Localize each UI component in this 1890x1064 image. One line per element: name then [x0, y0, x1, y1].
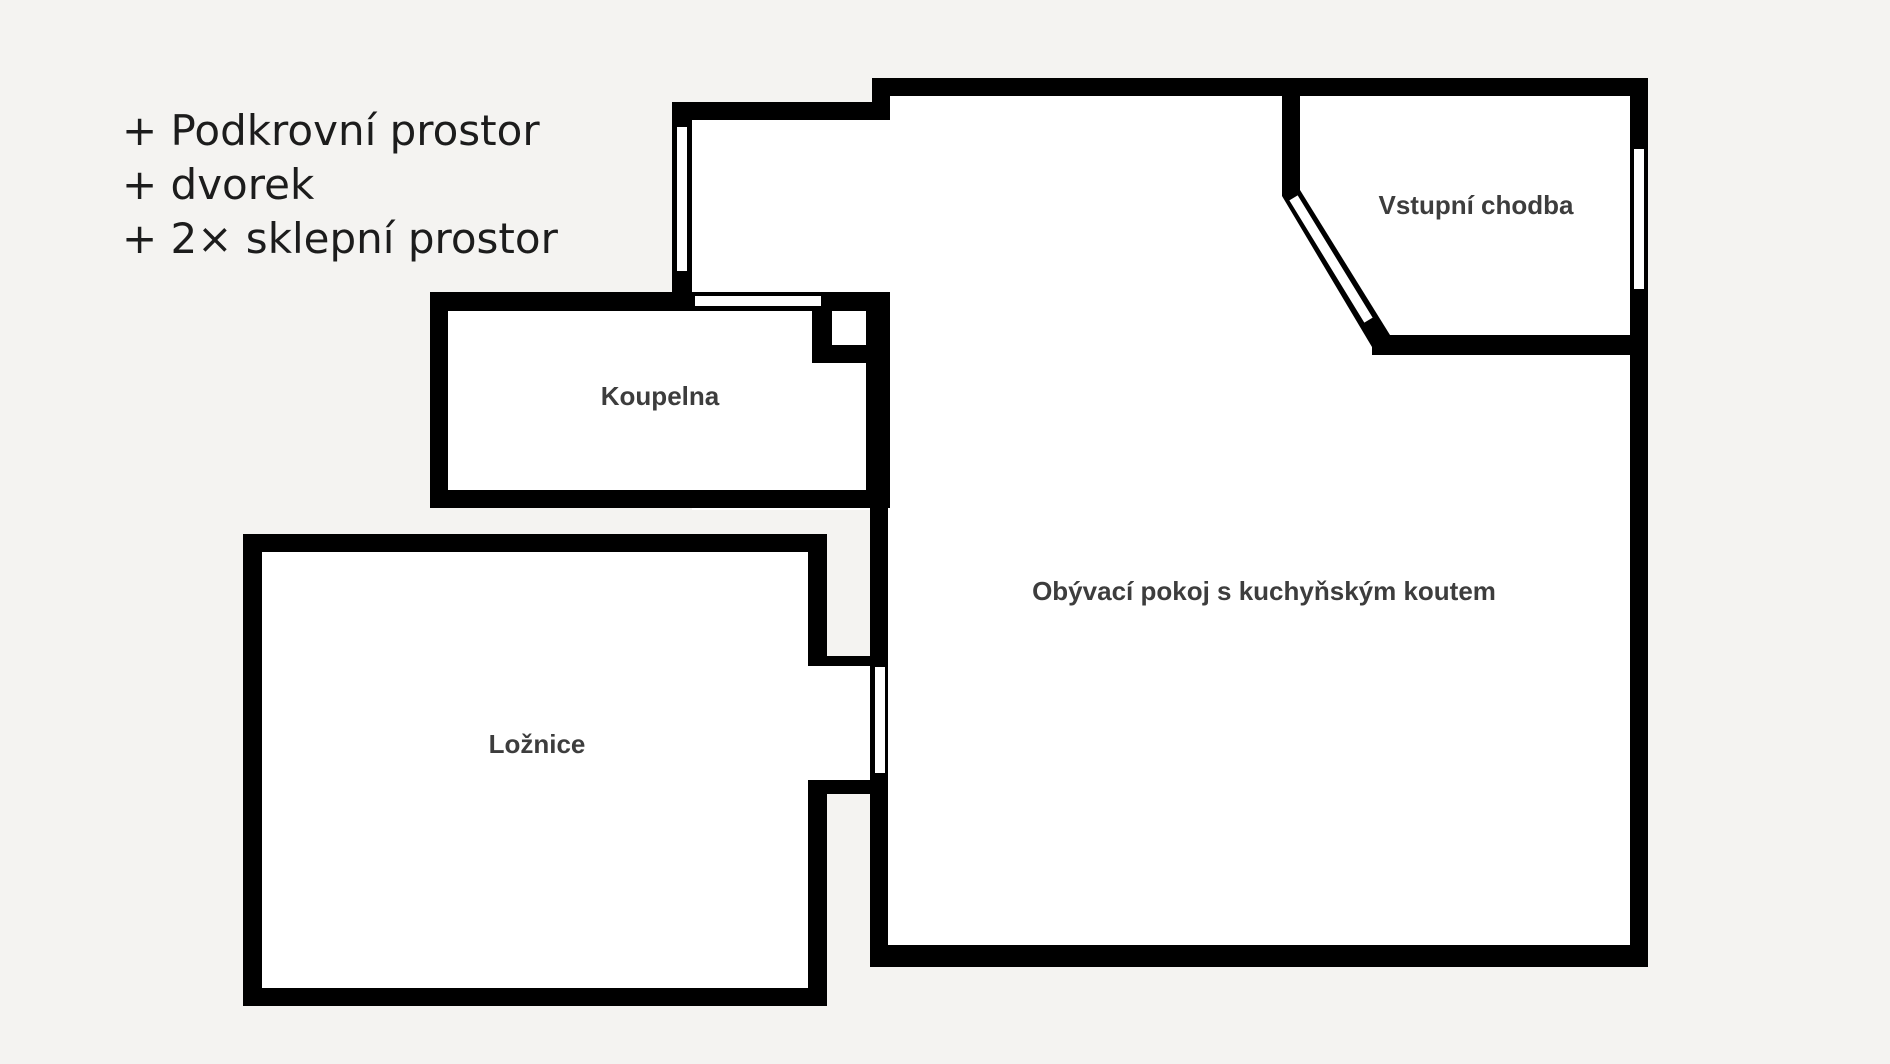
room-floors: [262, 96, 1630, 988]
wall: [672, 102, 890, 120]
wall: [1282, 96, 1300, 196]
window: [1632, 147, 1646, 291]
room-label-living: Obývací pokoj s kuchyňským koutem: [1032, 576, 1496, 606]
bathroom-floor: [448, 311, 866, 490]
wall: [808, 656, 888, 666]
window: [693, 294, 823, 308]
wall: [870, 945, 1648, 967]
shaft-void: [832, 311, 866, 345]
wall: [243, 988, 827, 1006]
wall: [1372, 335, 1630, 355]
walls: [243, 78, 1648, 1006]
wall: [808, 534, 827, 666]
room-label-bedroom: Ložnice: [489, 729, 586, 759]
wall: [243, 534, 827, 552]
room-label-entrance: Vstupní chodba: [1379, 190, 1575, 220]
wall: [808, 780, 888, 794]
wall: [430, 292, 448, 506]
extras-item-attic: + Podkrovní prostor: [122, 106, 540, 155]
wall: [872, 78, 1648, 96]
room-label-bathroom: Koupelna: [601, 381, 720, 411]
window: [1286, 192, 1376, 326]
extras-list: + Podkrovní prostor + dvorek + 2× sklepn…: [122, 104, 558, 266]
wall: [866, 292, 890, 508]
wall: [1630, 78, 1648, 967]
extras-item-yard: + dvorek: [122, 160, 315, 209]
living-room-floor: [692, 96, 1630, 945]
windows: [675, 125, 1646, 775]
window: [873, 665, 887, 775]
wall: [243, 534, 262, 1006]
wall: [808, 780, 827, 1006]
window: [675, 125, 689, 273]
extras-item-cellar: + 2× sklepní prostor: [122, 214, 558, 263]
bedroom-floor: [262, 552, 888, 988]
wall: [430, 490, 890, 508]
